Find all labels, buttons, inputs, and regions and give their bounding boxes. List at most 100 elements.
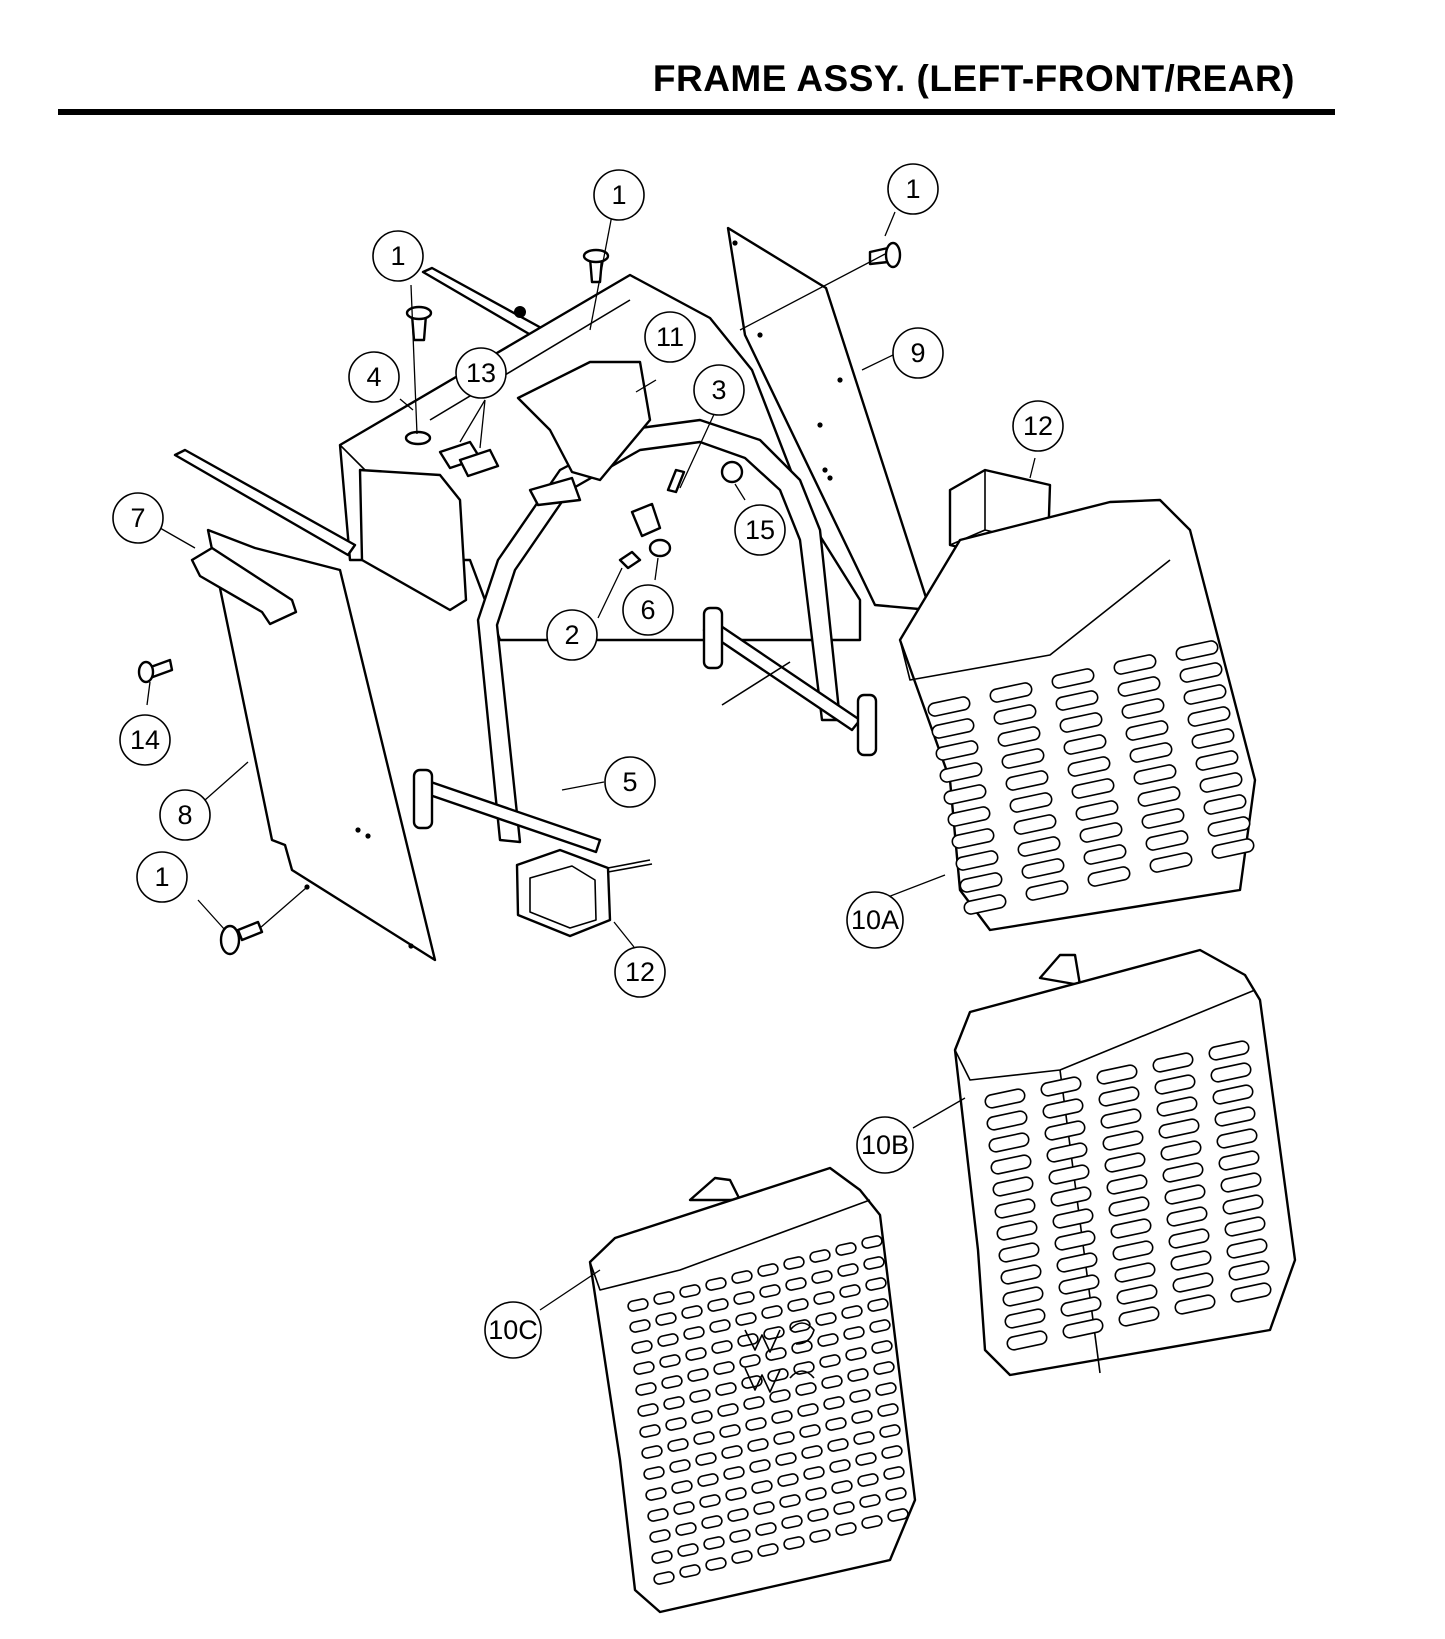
grille-slot [1055,690,1099,711]
grille-slot [835,1242,857,1256]
grille-slot [809,1529,831,1543]
grille-slot [845,1347,867,1361]
callout-6: 6 [622,584,674,636]
grille-slot [629,1319,651,1333]
grille-slot [867,1298,889,1312]
svg-text:8: 8 [177,800,192,830]
grille-slot [1006,1330,1048,1351]
svg-text:3: 3 [711,375,726,405]
grille-slot [691,1410,713,1424]
grille-slot [747,1438,769,1452]
grille-slot [735,1312,757,1326]
grille-slot [959,872,1003,893]
grille-slot [1040,1076,1082,1097]
grille-slot [651,1550,673,1564]
grille-slot [731,1270,753,1284]
grille-slot [1199,772,1243,793]
grille-slot [701,1515,723,1529]
grille-slot [657,1333,679,1347]
svg-text:7: 7 [130,503,145,533]
grille-slot [733,1291,755,1305]
grille-slot [1005,770,1049,791]
grille-slot [675,1522,697,1536]
grille-slot [809,1249,831,1263]
grille-slot [1054,1230,1096,1251]
grille-slot [1004,1308,1046,1329]
grille-slot [639,1424,661,1438]
right-side-panel [726,226,932,612]
lower-cross-bars [412,606,878,854]
grille-slot [1117,676,1161,697]
svg-text:10A: 10A [851,905,899,935]
grille-slot [853,1431,875,1445]
grille-slot [819,1354,841,1368]
svg-text:1: 1 [611,180,626,210]
grille-slot [695,1452,717,1466]
grille-slot [757,1543,779,1557]
callout-9: 9 [892,327,944,379]
grille-slot [731,1550,753,1564]
grille-slot [859,1494,881,1508]
grille-slot [998,1242,1040,1263]
grille-slot [697,1473,719,1487]
grille-slot [879,1424,901,1438]
grille-slot [947,806,991,827]
svg-text:12: 12 [1023,411,1053,441]
grille-slot [1052,1208,1094,1229]
grille-slot [1156,1096,1198,1117]
grille-slot [1222,1194,1264,1215]
guard-10b-slots [984,1040,1272,1351]
grille-slot [1102,1130,1144,1151]
grille-slot [1001,748,1045,769]
grille-slot [719,1424,741,1438]
grille-slot [723,1466,745,1480]
grille-slot [821,1375,843,1389]
callout-1c: 1 [887,163,939,215]
grille-slot [1154,1074,1196,1095]
grille-slot [989,682,1033,703]
grille-slot [1017,836,1061,857]
grille-slot [749,1459,771,1473]
page-title: FRAME ASSY. (LEFT-FRONT/REAR) [652,58,1295,99]
grille-slot [693,1431,715,1445]
grille-slot [1145,830,1189,851]
grille-slot [1062,1318,1104,1339]
grille-slot [1013,814,1057,835]
grille-slot [711,1340,733,1354]
grille-slot [1087,866,1131,887]
grille-slot [715,1382,737,1396]
grille-slot [1208,1040,1250,1061]
grille-slot [815,1312,837,1326]
grille-slot [1228,1260,1270,1281]
grille-slot [787,1298,809,1312]
grille-slot [649,1529,671,1543]
grille-slot [1114,1262,1156,1283]
grille-slot [883,1466,905,1480]
grille-slot [699,1494,721,1508]
grille-slot [865,1277,887,1291]
grille-slot [799,1424,821,1438]
grille-slot [705,1557,727,1571]
grille-slot [1207,816,1251,837]
grille-slot [817,1333,839,1347]
grille-slot [847,1368,869,1382]
guard-10a-slots [927,640,1255,915]
svg-text:10C: 10C [488,1315,538,1345]
grille-slot [669,1459,691,1473]
grille-slot [707,1298,729,1312]
grille-slot [1183,684,1227,705]
grille-slot [996,1220,1038,1241]
callout-12b: 12 [614,946,666,998]
grille-slot [1162,1162,1204,1183]
grille-slot [1050,1186,1092,1207]
grille-slot [769,1389,791,1403]
grille-slot [839,1284,861,1298]
grille-slot [781,1515,803,1529]
grille-slot [1046,1142,1088,1163]
grille-slot [703,1536,725,1550]
grille-slot [1224,1216,1266,1237]
grille-slot [679,1284,701,1298]
grille-slot [827,1438,849,1452]
grille-slot [797,1403,819,1417]
grille-slot [1048,1164,1090,1185]
